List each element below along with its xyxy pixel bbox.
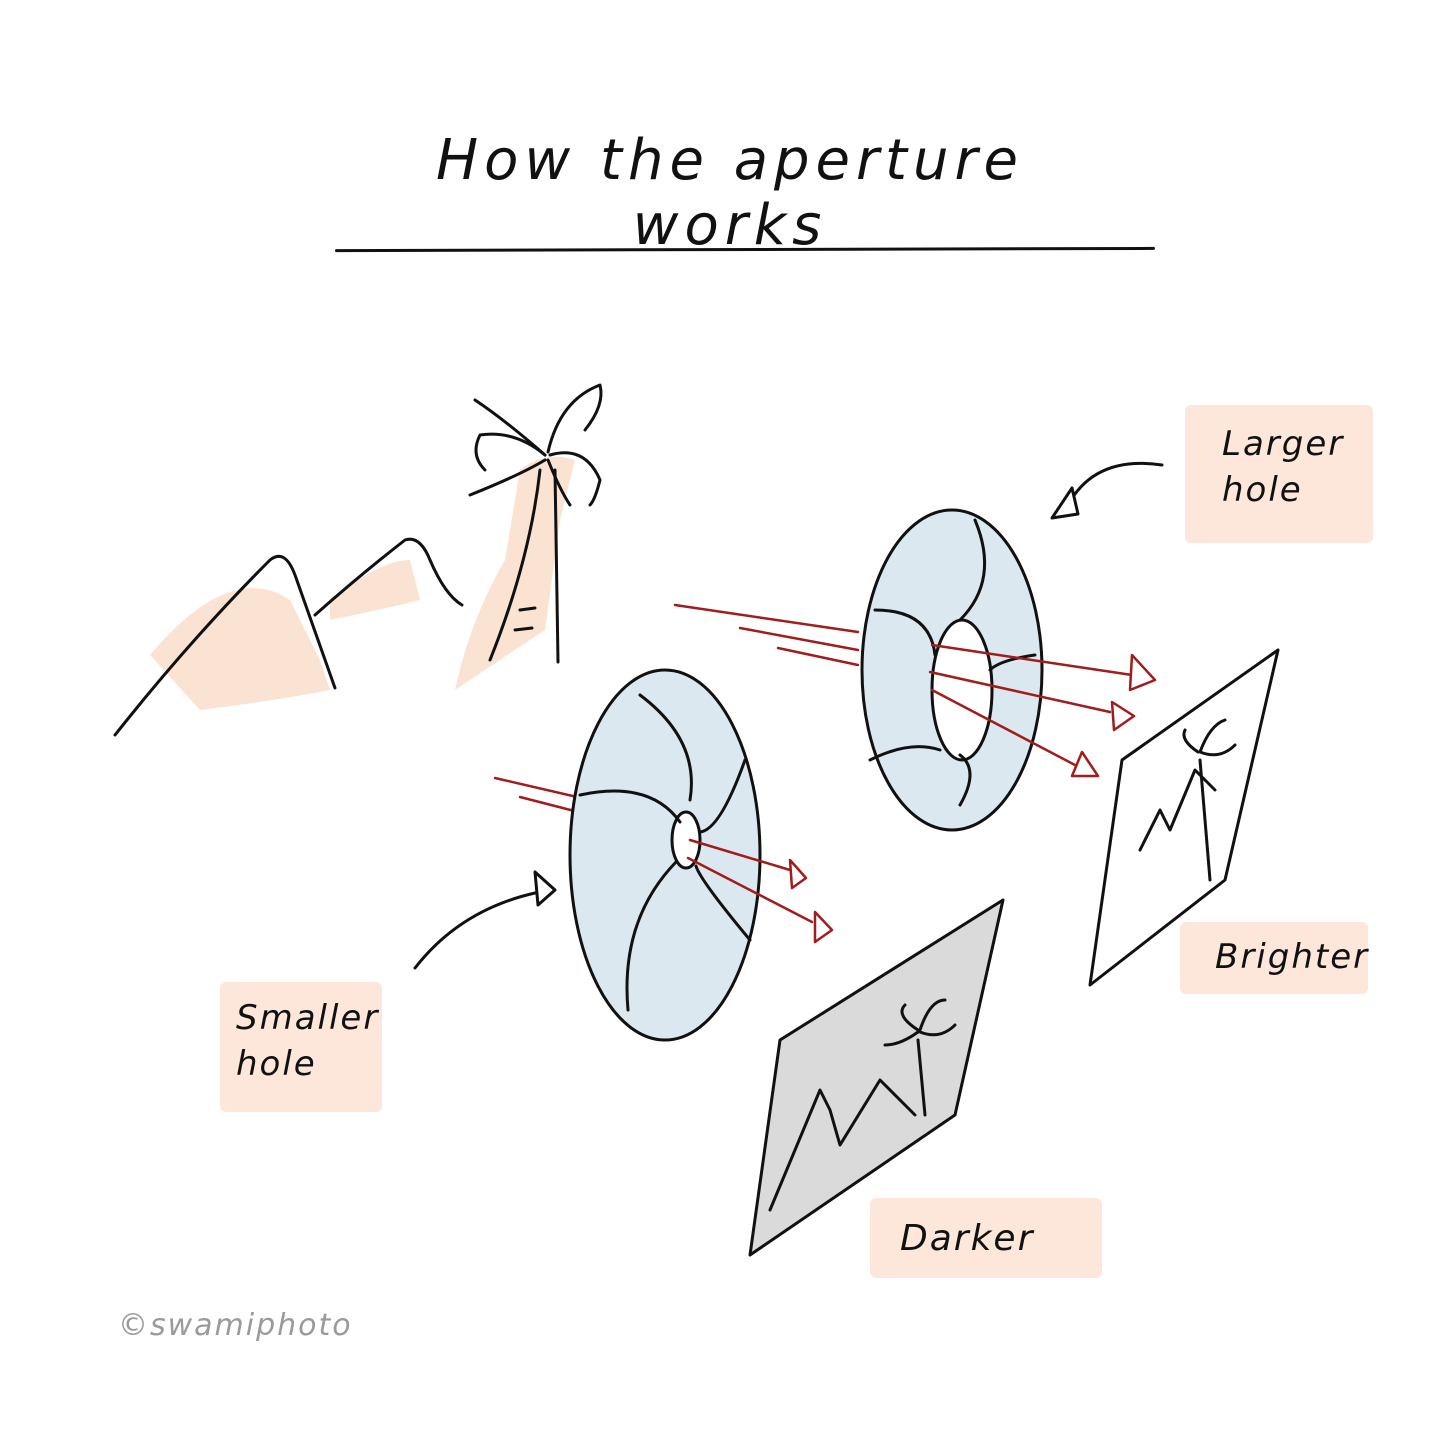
brighter-label: Brighter: [1215, 937, 1370, 977]
rays-incoming-larger: [673, 603, 860, 667]
smaller-aperture-disc: [568, 668, 762, 1042]
darker-photo: [748, 898, 1005, 1257]
larger-aperture-disc: [860, 508, 1044, 832]
scene-mountains-palm: [113, 383, 603, 737]
larger-hole-pointer: [1066, 461, 1164, 507]
smaller-hole-label-wash: [220, 982, 382, 1112]
smaller-hole-pointer: [413, 891, 537, 970]
ray-arrowheads-smaller: [788, 858, 834, 944]
smaller-hole-pointer-head: [533, 870, 557, 907]
darker-label-wash: [870, 1198, 1102, 1278]
larger-hole-label: Larger hole: [1222, 424, 1345, 510]
darker-label: Darker: [900, 1218, 1035, 1259]
ray-arrowheads-larger: [1070, 653, 1157, 778]
credit-watermark: ©swamiphoto: [118, 1308, 353, 1343]
rays-outgoing-smaller: [686, 838, 814, 924]
brighter-label-wash: [1180, 922, 1368, 994]
rays-outgoing-larger: [928, 643, 1134, 767]
brighter-photo: [1088, 648, 1280, 987]
larger-hole-pointer-head: [1050, 486, 1080, 520]
page-title: How the aperture works: [436, 128, 1024, 258]
smaller-hole-label: Smaller hole: [236, 998, 380, 1084]
larger-hole-label-wash: [1185, 405, 1373, 543]
